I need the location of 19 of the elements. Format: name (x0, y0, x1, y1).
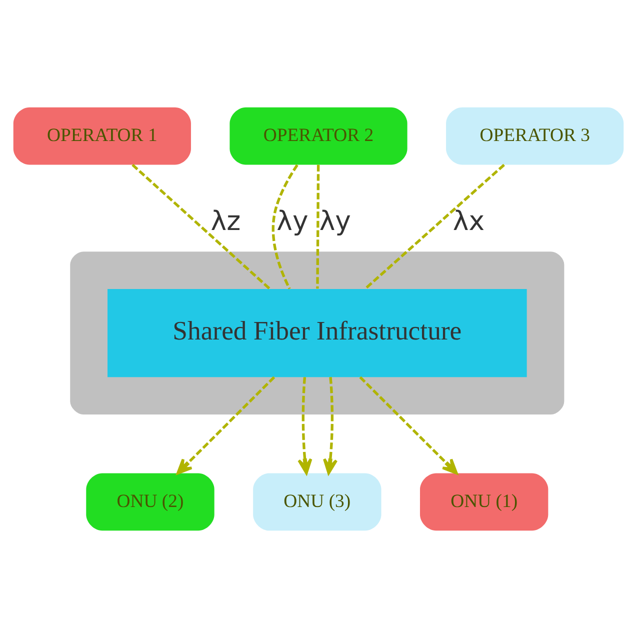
edge-label: λy (276, 206, 308, 237)
node-box: Shared Fiber Infrastructure (108, 288, 527, 377)
node-box: ONU (2) (86, 472, 214, 530)
connector (364, 163, 505, 290)
connector (272, 164, 298, 289)
arrow (176, 376, 276, 474)
node-box: OPERATOR 1 (13, 106, 191, 164)
edge-label: λz (210, 206, 241, 237)
node-box: OPERATOR 2 (230, 106, 408, 164)
edge-label: λx (452, 206, 485, 237)
node-box: ONU (3) (253, 472, 382, 530)
node-box: ONU (1) (420, 472, 548, 530)
node-box: OPERATOR 3 (446, 106, 624, 164)
edge-label: λy (319, 206, 351, 237)
arrow (323, 376, 338, 474)
arrow (298, 376, 312, 474)
arrow (359, 376, 458, 474)
connector (316, 164, 320, 288)
connector (132, 163, 270, 290)
